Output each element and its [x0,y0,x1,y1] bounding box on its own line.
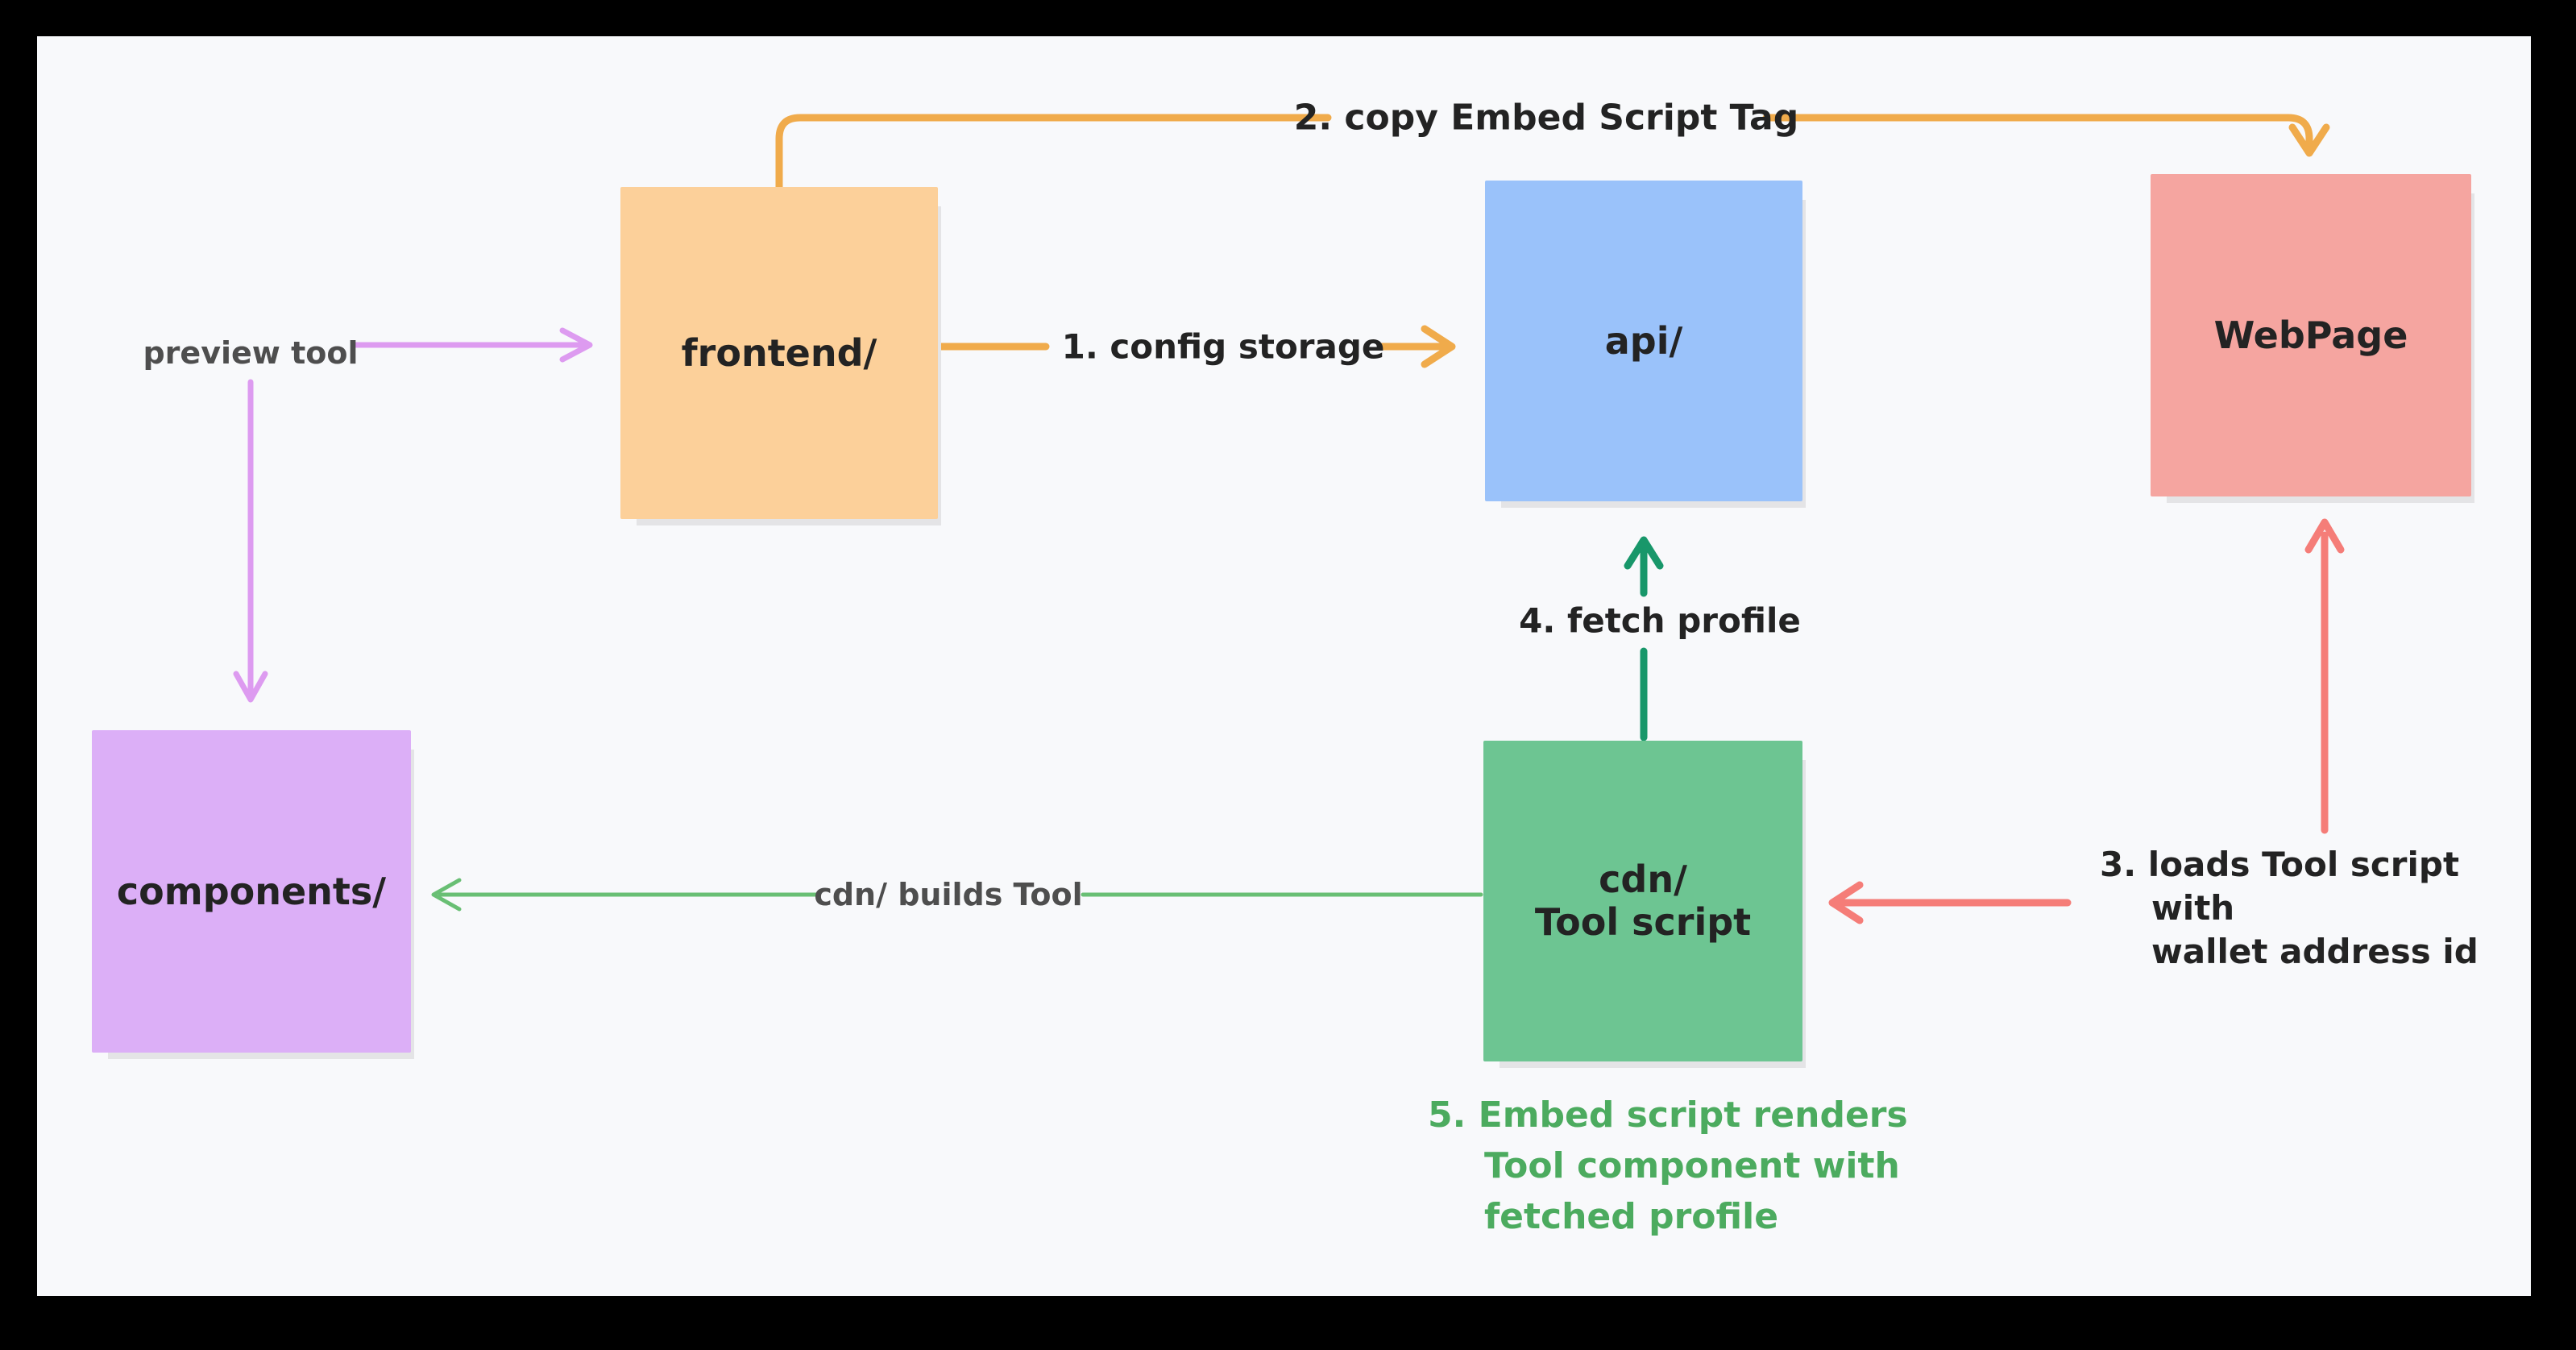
edge-step4-label[interactable]: 4. fetch profile [1519,600,1801,641]
edge-step5-note[interactable]: 5. Embed script renders Tool component w… [1428,1090,1908,1242]
edge-step5-note-line3: fetched profile [1484,1196,1779,1237]
node-webpage[interactable]: WebPage [2151,174,2471,496]
edge-step2-segment-right[interactable] [1762,114,2313,147]
node-frontend-label: frontend/ [681,330,877,375]
edge-preview-vertical-arrowhead[interactable] [233,671,268,703]
edge-step5-note-line1: 5. Embed script renders [1428,1095,1908,1136]
edge-builds-label[interactable]: cdn/ builds Tool [814,877,1083,912]
diagram-canvas [37,36,2531,1296]
edge-step3-label[interactable]: 3. loads Tool script with wallet address… [2100,843,2479,974]
edge-step1-arrowhead[interactable] [1421,325,1456,368]
edge-step5-note-line2: Tool component with [1484,1145,1900,1186]
edge-preview-horizontal-arrowhead[interactable] [559,327,593,363]
node-api-label: api/ [1604,318,1683,363]
edge-step3-vertical-arrowhead[interactable] [2304,518,2345,554]
node-api[interactable]: api/ [1485,181,1802,501]
node-components[interactable]: components/ [92,730,411,1053]
edge-step3-label-line2: with [2151,888,2235,928]
edge-builds-arrowhead[interactable] [431,878,462,912]
edge-step3-label-line1: 3. loads Tool script [2100,845,2460,884]
node-cdn[interactable]: cdn/ Tool script [1483,741,1802,1061]
edge-step1-label[interactable]: 1. config storage [1061,326,1385,367]
node-components-label: components/ [116,869,387,913]
node-frontend[interactable]: frontend/ [620,187,938,519]
edge-step2-label[interactable]: 2. copy Embed Script Tag [1293,97,1799,139]
edge-step2-segment-left[interactable] [775,114,1332,194]
edge-step4-arrowhead[interactable] [1624,536,1664,570]
node-cdn-label-line2: Tool script [1534,900,1752,944]
edge-step3-horizontal-arrowhead[interactable] [1828,881,1864,924]
edge-step3-label-line3: wallet address id [2151,932,2479,971]
node-cdn-label-line1: cdn/ [1599,858,1687,901]
edge-step2-arrowhead[interactable] [2288,123,2330,157]
edge-preview-label[interactable]: preview tool [143,335,359,371]
node-webpage-label: WebPage [2213,313,2408,357]
